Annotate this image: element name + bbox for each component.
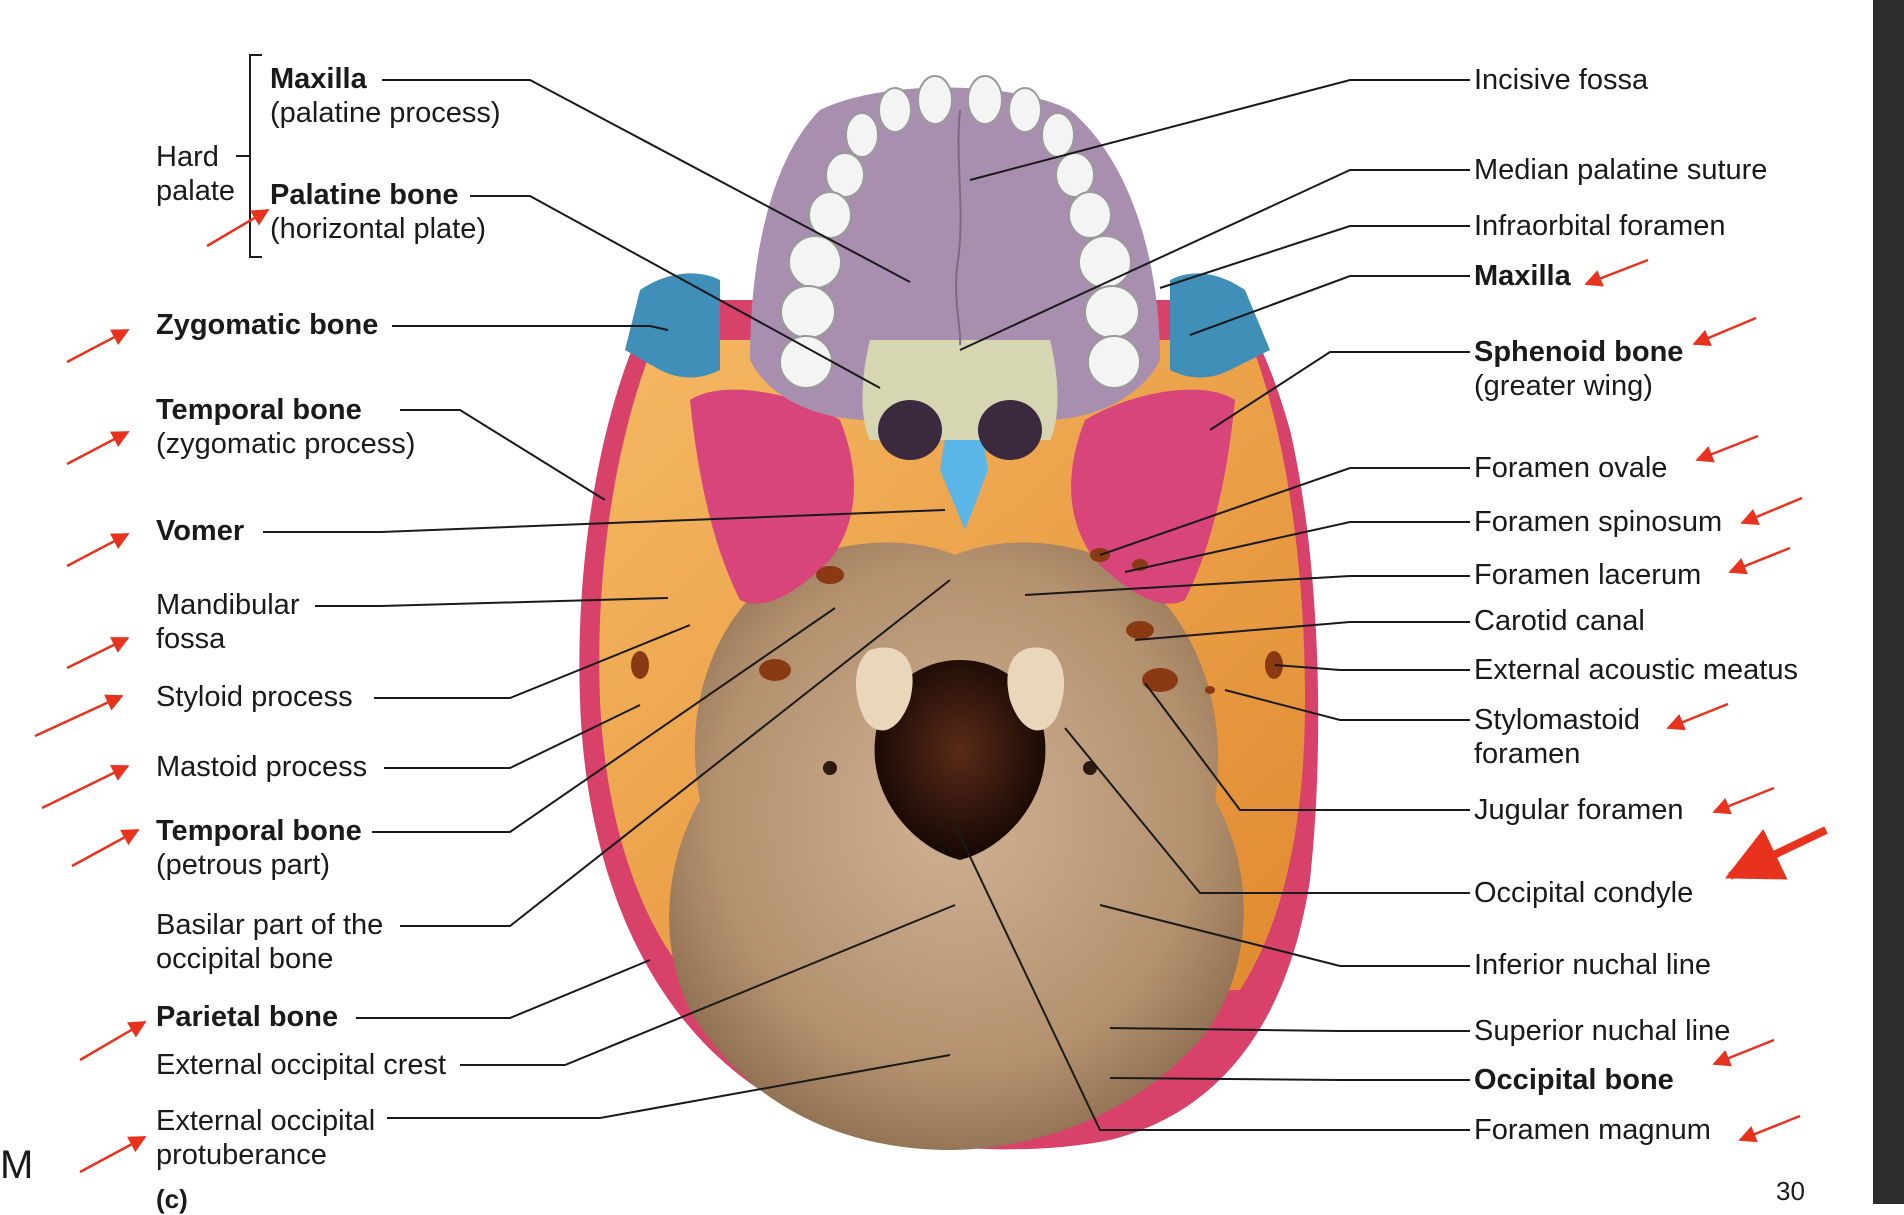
label-foramen-magnum: Foramen magnum bbox=[1474, 1114, 1711, 1146]
label-palatine-bone: Palatine bone bbox=[270, 179, 459, 211]
label-sphenoid-bone: Sphenoid bone bbox=[1474, 336, 1684, 368]
zygomatic-right-shape bbox=[1170, 273, 1270, 378]
red-arrow bbox=[1712, 786, 1775, 815]
label-median-palatine-suture: Median palatine suture bbox=[1474, 154, 1768, 186]
label-temporal-bone: Temporal bone bbox=[156, 394, 362, 426]
label-temporal-bone-2-group: Temporal bone (petrous part) bbox=[156, 814, 362, 882]
label-external-occipital-protuberance: External occipital protuberance bbox=[156, 1105, 376, 1171]
red-arrow bbox=[34, 694, 124, 738]
red-arrow bbox=[1728, 546, 1791, 575]
label-external-acoustic-meatus: External acoustic meatus bbox=[1474, 654, 1798, 686]
label-basilar-part: Basilar part of the occipital bone bbox=[156, 909, 384, 975]
hard-palate-bracket bbox=[249, 54, 262, 258]
red-arrow bbox=[1712, 1038, 1775, 1067]
red-arrow bbox=[66, 430, 130, 466]
teeth-group bbox=[779, 75, 1141, 389]
red-arrow bbox=[41, 764, 130, 810]
red-arrow bbox=[1740, 496, 1803, 526]
label-carotid-canal: Carotid canal bbox=[1474, 605, 1645, 637]
red-arrow bbox=[71, 828, 140, 868]
label-incisive-fossa: Incisive fossa bbox=[1474, 64, 1649, 96]
vomer-shape bbox=[940, 420, 988, 530]
label-parietal-bone: Parietal bone bbox=[156, 1000, 338, 1034]
cut-off-letter: M bbox=[0, 1143, 34, 1187]
red-arrow bbox=[1666, 702, 1729, 731]
label-sphenoid-bone-sub: (greater wing) bbox=[1474, 370, 1653, 402]
label-sphenoid-bone-group: Sphenoid bone (greater wing) bbox=[1474, 335, 1683, 403]
red-arrow bbox=[79, 1135, 147, 1174]
label-infraorbital-foramen: Infraorbital foramen bbox=[1474, 210, 1726, 242]
label-vomer: Vomer bbox=[156, 514, 244, 548]
label-foramen-lacerum: Foramen lacerum bbox=[1474, 559, 1702, 591]
page-number: 30 bbox=[1776, 1176, 1805, 1206]
red-arrow-large bbox=[1724, 826, 1828, 880]
label-maxilla-palatine: Maxilla (palatine process) bbox=[270, 62, 501, 130]
label-styloid-process: Styloid process bbox=[156, 681, 353, 713]
label-palatine-bone-sub: (horizontal plate) bbox=[270, 213, 486, 245]
label-zygomatic-bone: Zygomatic bone bbox=[156, 308, 378, 342]
label-palatine-bone-group: Palatine bone (horizontal plate) bbox=[270, 178, 486, 246]
label-maxilla-right: Maxilla bbox=[1474, 259, 1571, 293]
label-inferior-nuchal-line: Inferior nuchal line bbox=[1474, 949, 1711, 981]
label-maxilla-sub: (palatine process) bbox=[270, 97, 501, 129]
label-occipital-bone: Occipital bone bbox=[1474, 1063, 1674, 1097]
red-arrow bbox=[1584, 258, 1649, 287]
red-arrow bbox=[1692, 316, 1757, 346]
label-mastoid-process: Mastoid process bbox=[156, 751, 368, 783]
label-temporal-bone-2: Temporal bone bbox=[156, 815, 362, 847]
label-mandibular-fossa: Mandibular fossa bbox=[156, 589, 300, 655]
label-zygomatic-bone-text: Zygomatic bone bbox=[156, 309, 379, 341]
right-side-bar bbox=[1873, 0, 1904, 1204]
annotation-arrows bbox=[34, 208, 1803, 1174]
label-occipital-condyle: Occipital condyle bbox=[1474, 877, 1694, 909]
occipital-condyle-left bbox=[855, 647, 913, 731]
choana-right bbox=[978, 400, 1042, 460]
label-superior-nuchal-line: Superior nuchal line bbox=[1474, 1015, 1731, 1047]
label-foramen-ovale: Foramen ovale bbox=[1474, 452, 1668, 484]
red-arrow bbox=[79, 1020, 147, 1062]
red-arrow bbox=[206, 208, 270, 248]
small-foramina bbox=[631, 548, 1283, 775]
label-stylomastoid-foramen: Stylomastoid foramen bbox=[1474, 704, 1641, 770]
label-temporal-bone-sub: (zygomatic process) bbox=[156, 428, 416, 460]
red-arrow bbox=[66, 532, 130, 568]
red-arrow bbox=[1738, 1114, 1801, 1143]
label-hard-palate: Hard palate bbox=[156, 141, 236, 207]
label-parietal-bone-text: Parietal bone bbox=[156, 1001, 339, 1033]
figure-letter: (c) bbox=[156, 1184, 188, 1214]
label-jugular-foramen: Jugular foramen bbox=[1474, 794, 1684, 826]
red-arrow bbox=[66, 636, 130, 670]
label-foramen-spinosum: Foramen spinosum bbox=[1474, 506, 1723, 538]
label-external-occipital-crest: External occipital crest bbox=[156, 1049, 447, 1081]
median-suture bbox=[955, 109, 962, 346]
label-vomer-text: Vomer bbox=[156, 515, 245, 547]
leader-lines-right bbox=[954, 79, 1470, 1131]
sphenoid-left-shape bbox=[690, 389, 854, 604]
label-maxilla: Maxilla bbox=[270, 63, 367, 95]
occipital-condyle-right bbox=[1007, 647, 1065, 731]
label-temporal-bone-group: Temporal bone (zygomatic process) bbox=[156, 393, 415, 461]
red-arrow bbox=[66, 328, 130, 364]
label-occipital-bone-text: Occipital bone bbox=[1474, 1064, 1674, 1096]
choana-left bbox=[878, 400, 942, 460]
label-temporal-bone-2-sub: (petrous part) bbox=[156, 849, 331, 881]
label-maxilla-right-text: Maxilla bbox=[1474, 260, 1571, 292]
foramen-magnum-shape bbox=[874, 660, 1046, 860]
leader-lines-left bbox=[263, 79, 956, 1119]
zygomatic-left-shape bbox=[625, 273, 720, 378]
red-arrow bbox=[1695, 434, 1759, 463]
